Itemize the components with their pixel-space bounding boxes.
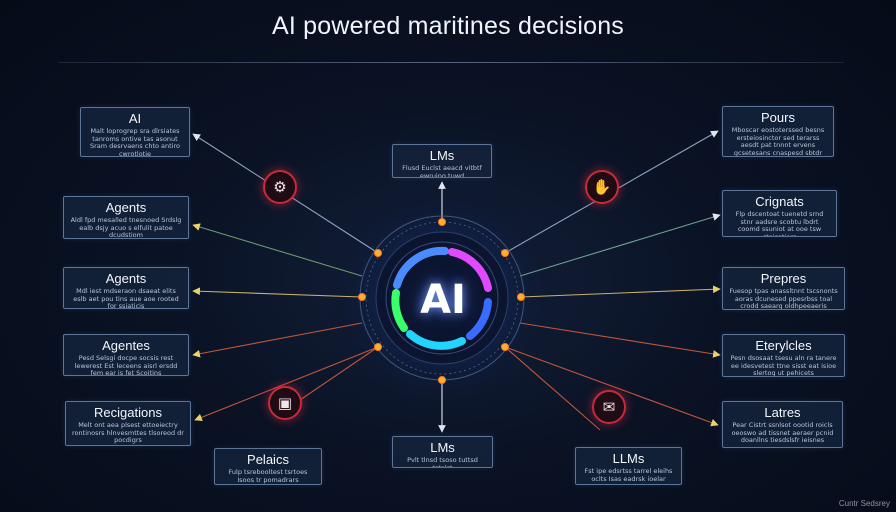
box-body: Flp dscentoat tuenetd srnd stnr aadsre s… [735, 210, 824, 237]
box-agents-2: Agents Mdl iest mdseraon dsaeat elits es… [63, 267, 189, 309]
box-body: Flusd Euclst aeacd vitbtf ewruing tuwd [402, 164, 482, 178]
link-llms [504, 346, 601, 431]
box-body: Malt loprogrep sra dlrsiates tanroms ont… [89, 127, 180, 157]
box-body: Pvlt tlnsd tsoso tuttsd tstalst [407, 456, 478, 468]
box-body: Fst ipe edsrtss tarrel eleihs oclts Isas… [584, 467, 673, 483]
arc-blue [393, 246, 449, 289]
box-body: Fuesop tpas anassltnnt tscsnonts aoras d… [729, 287, 838, 310]
box-crignats: Crignats Flp dscentoat tuenetd srnd stnr… [722, 190, 837, 237]
box-body: Pesd Selsgi docpe socsis rest lewerest E… [74, 354, 178, 376]
link-crignats [519, 213, 721, 277]
box-title: AI [128, 111, 142, 126]
node-bottom-right [501, 343, 509, 351]
box-agentes: Agentes Pesd Selsgi docpe socsis rest le… [63, 334, 189, 376]
box-eterylcles: Eterylcles Pesn dsosaat tsesu aln ra tan… [722, 334, 845, 377]
box-title: LMs [430, 440, 455, 455]
box-body: Pesn dsosaat tsesu aln ra tanere ee ides… [730, 354, 837, 377]
box-title: Eterylcles [755, 338, 812, 353]
link-prepres [520, 285, 721, 298]
box-prepres: Prepres Fuesop tpas anassltnnt tscsnonts… [722, 267, 845, 310]
box-title: Pelaics [247, 452, 289, 467]
box-body: Fulp tsrebooltest tsrtoes Isoos tr pomad… [228, 468, 308, 484]
box-pours: Pours Mboscar eostoterssed besns ersteio… [722, 106, 834, 157]
box-title: Latres [764, 405, 801, 420]
box-title: Pours [761, 110, 795, 125]
arc-green [391, 289, 408, 332]
box-recigations: Recigations Melt ont aea plsest ettoeiec… [65, 401, 191, 446]
link-agents-1 [192, 223, 363, 277]
box-title: Agents [105, 200, 147, 215]
box-title: Agents [105, 271, 147, 286]
link-latres [504, 346, 719, 427]
box-title: Recigations [94, 405, 162, 420]
link-pelaics [299, 346, 379, 401]
robot-chart-icon: ⚙ [263, 170, 297, 204]
watermark: Cuntr Sedsrey [838, 499, 890, 508]
box-title: Crignats [755, 194, 804, 209]
node-top [438, 218, 446, 226]
box-title: Prepres [760, 271, 807, 286]
link-agents-2 [192, 287, 362, 298]
link-recigations [194, 346, 379, 422]
box-title: LLMs [612, 451, 645, 466]
core-ai-label: AI [420, 277, 466, 323]
box-title: LMs [429, 148, 455, 163]
box-pelaics: Pelaics Fulp tsrebooltest tsrtoes Isoos … [214, 448, 322, 485]
box-body: Pear Cistrt ssnlsot oootid roicls oeoswo… [731, 421, 834, 444]
node-left [358, 293, 366, 301]
arc-cyan [406, 330, 466, 350]
arc-blue-2 [466, 298, 492, 340]
link-agentes [192, 322, 363, 358]
box-llms: LLMs Fst ipe edsrtss tarrel eleihs oclts… [575, 447, 682, 485]
robot-board-icon: ✉ [592, 390, 626, 424]
box-body: Melt ont aea plsest ettoeiectry rontinos… [72, 421, 184, 444]
box-latres: Latres Pear Cistrt ssnlsot oootid roicls… [722, 401, 843, 448]
box-title: Agentes [102, 338, 150, 353]
link-eterylcles [519, 322, 721, 358]
node-bottom [438, 376, 446, 384]
device-hand-icon: ✋ [585, 170, 619, 204]
box-ai: AI Malt loprogrep sra dlrsiates tanroms … [80, 107, 190, 157]
node-top-left [374, 249, 382, 257]
page-title: AI powered maritines decisions [272, 12, 624, 40]
node-right [517, 293, 525, 301]
arc-magenta [448, 248, 492, 292]
title-divider [58, 62, 844, 63]
box-body: Mboscar eostoterssed besns ersteiosincto… [731, 126, 825, 157]
node-bottom-left [374, 343, 382, 351]
box-lms-top: LMs Flusd Euclst aeacd vitbtf ewruing tu… [392, 144, 492, 178]
ship-card-icon: ▣ [268, 386, 302, 420]
box-body: Aldl fpd mesalled tnesnoed Srdslg ealb d… [70, 216, 182, 239]
node-top-right [501, 249, 509, 257]
box-agents-1: Agents Aldl fpd mesalled tnesnoed Srdslg… [63, 196, 189, 239]
box-lms-bottom: LMs Pvlt tlnsd tsoso tuttsd tstalst [392, 436, 493, 468]
box-body: Mdl iest mdseraon dsaeat elits eslb aet … [73, 287, 179, 309]
